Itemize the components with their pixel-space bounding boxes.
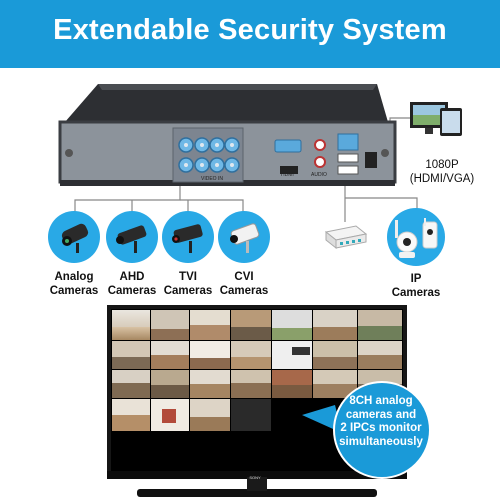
callout-line1: 8CH analog — [349, 395, 413, 407]
camera-label-tvi-line1: TVI — [179, 271, 197, 283]
camera-label-tvi-line2: Cameras — [163, 285, 213, 297]
callout-line4: simultaneously — [339, 435, 423, 448]
dvr-recorder — [58, 84, 397, 186]
dome-camera-icon — [61, 223, 89, 253]
callout-text: 8CH analog cameras and 2 IPCs monitor si… — [327, 395, 435, 465]
speech-bubble — [302, 381, 431, 479]
ip-camera-label-line1: IP — [410, 273, 422, 285]
camera-label-tvi: TVI Cameras — [156, 270, 220, 298]
monitor-icon — [410, 102, 462, 136]
page-title: Extendable Security System — [53, 14, 447, 46]
bullet-camera-icon — [116, 225, 147, 253]
ip-camera-label-line2: Cameras — [391, 287, 441, 299]
monitor-label: 1080P (HDMI/VGA) — [404, 158, 480, 186]
camera-label-analog-line2: Cameras — [49, 285, 99, 297]
header-banner: Extendable Security System — [0, 0, 500, 68]
camera-label-analog: Analog Cameras — [42, 270, 106, 298]
camera-label-cvi-line2: Cameras — [219, 285, 269, 297]
ip-camera-label: IP Cameras — [384, 272, 448, 300]
monitor-label-line2: (HDMI/VGA) — [409, 173, 475, 185]
dvr-video-label: VIDEO IN — [201, 176, 223, 182]
camera-label-ahd-line2: Cameras — [107, 285, 157, 297]
tvi-camera-icon — [172, 224, 203, 253]
callout-line3: 2 IPCs monitor — [340, 422, 422, 434]
network-switch-icon — [324, 225, 368, 250]
callout-line2: cameras and — [345, 408, 417, 421]
monitor-label-line1: 1080P — [425, 159, 459, 171]
cvi-camera-icon — [230, 223, 260, 253]
camera-label-ahd: AHD Cameras — [100, 270, 164, 298]
camera-label-ahd-line1: AHD — [119, 271, 145, 283]
camera-label-cvi: CVI Cameras — [212, 270, 276, 298]
dvr-audio-label: AUDIO — [311, 172, 327, 178]
ip-camera-icon — [395, 218, 438, 258]
tv-brand: SONY — [249, 475, 261, 480]
camera-label-cvi-line1: CVI — [234, 271, 254, 283]
dvr-hdmi-label: HDMI — [281, 172, 294, 178]
camera-label-analog-line1: Analog — [54, 271, 94, 283]
